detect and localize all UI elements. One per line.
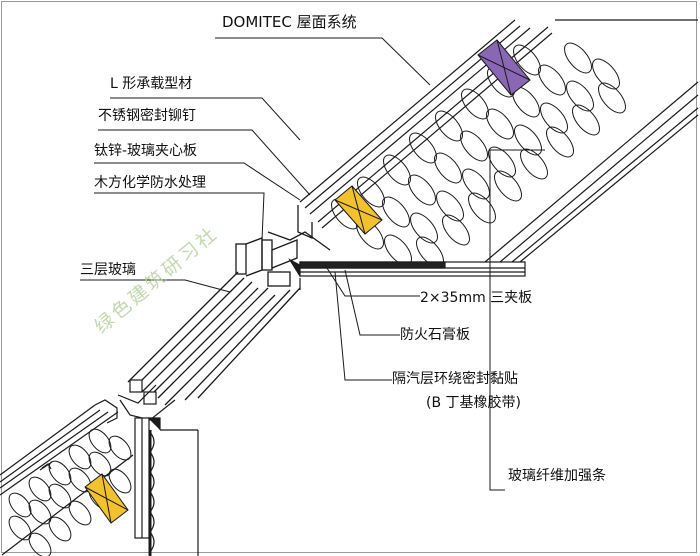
gypsum-label: 防火石膏板 <box>400 327 470 343</box>
insulation-cell <box>486 108 514 140</box>
insulation-cell <box>546 126 574 158</box>
insulation-cell <box>48 483 72 509</box>
insulation-cell <box>538 64 566 96</box>
insulation-cell <box>68 444 92 470</box>
insulation-cell <box>409 132 437 164</box>
insulation-cell <box>382 196 410 228</box>
triple-glass <box>127 271 301 406</box>
insulation-cell <box>108 468 132 494</box>
insulation-cell <box>28 499 52 525</box>
insulation-cell <box>410 212 438 244</box>
upper-insulation <box>331 42 626 268</box>
plywood-label: 2×35mm 三夹板 <box>420 290 533 306</box>
insulation-cell <box>442 214 470 246</box>
title-label: DOMITEC 屋面系统 <box>222 13 357 31</box>
triple-glass-label: 三层玻璃 <box>80 262 136 278</box>
lower-roof-layers <box>0 399 134 556</box>
insulation-cell <box>592 58 620 90</box>
insulation-cell <box>8 492 32 518</box>
insulation-cell <box>108 435 132 461</box>
insulation-cell <box>28 476 52 502</box>
insulation-cell <box>540 102 568 134</box>
insulation-cell <box>488 146 516 178</box>
insulation-cell <box>436 190 464 222</box>
leader-lines <box>80 37 545 491</box>
insulation-cell <box>494 170 522 202</box>
insulation-cell <box>566 80 594 112</box>
insulation-cell <box>598 82 626 114</box>
lower-insulation <box>8 428 132 556</box>
insulation-cell <box>28 532 52 556</box>
insulation-cell <box>435 110 463 142</box>
butyl-tape-label: (B 丁基橡胶带) <box>426 395 521 411</box>
insulation-cell <box>572 104 600 136</box>
rivet-label: 不锈钢密封铆钉 <box>98 108 196 124</box>
lower-junction <box>117 379 199 556</box>
insulation-cell <box>88 428 112 454</box>
insulation-cell <box>460 130 488 162</box>
insulation-cell <box>383 154 411 186</box>
insulation-cell <box>564 42 592 74</box>
insulation-cell <box>434 152 462 184</box>
insulation-cell <box>68 500 92 526</box>
horizontal-board <box>299 261 526 290</box>
insulation-cell <box>8 515 32 541</box>
fiber-strip-label: 玻璃纤维加强条 <box>508 468 606 484</box>
sandwich-panel-label: 钛锌-玻璃夹心板 <box>94 143 198 159</box>
insulation-cell <box>514 124 542 156</box>
wood-treatment-label: 木方化学防水处理 <box>94 175 206 191</box>
insulation-cell <box>461 88 489 120</box>
insulation-cell <box>468 192 496 224</box>
vapor-barrier-label: 隔汽层环绕密封黏贴 <box>392 371 518 387</box>
insulation-cell <box>462 168 490 200</box>
insulation-cell <box>408 174 436 206</box>
insulation-cell <box>48 516 72 542</box>
insulation-cell <box>48 460 72 486</box>
l-profile-label: L 形承载型材 <box>110 76 193 92</box>
